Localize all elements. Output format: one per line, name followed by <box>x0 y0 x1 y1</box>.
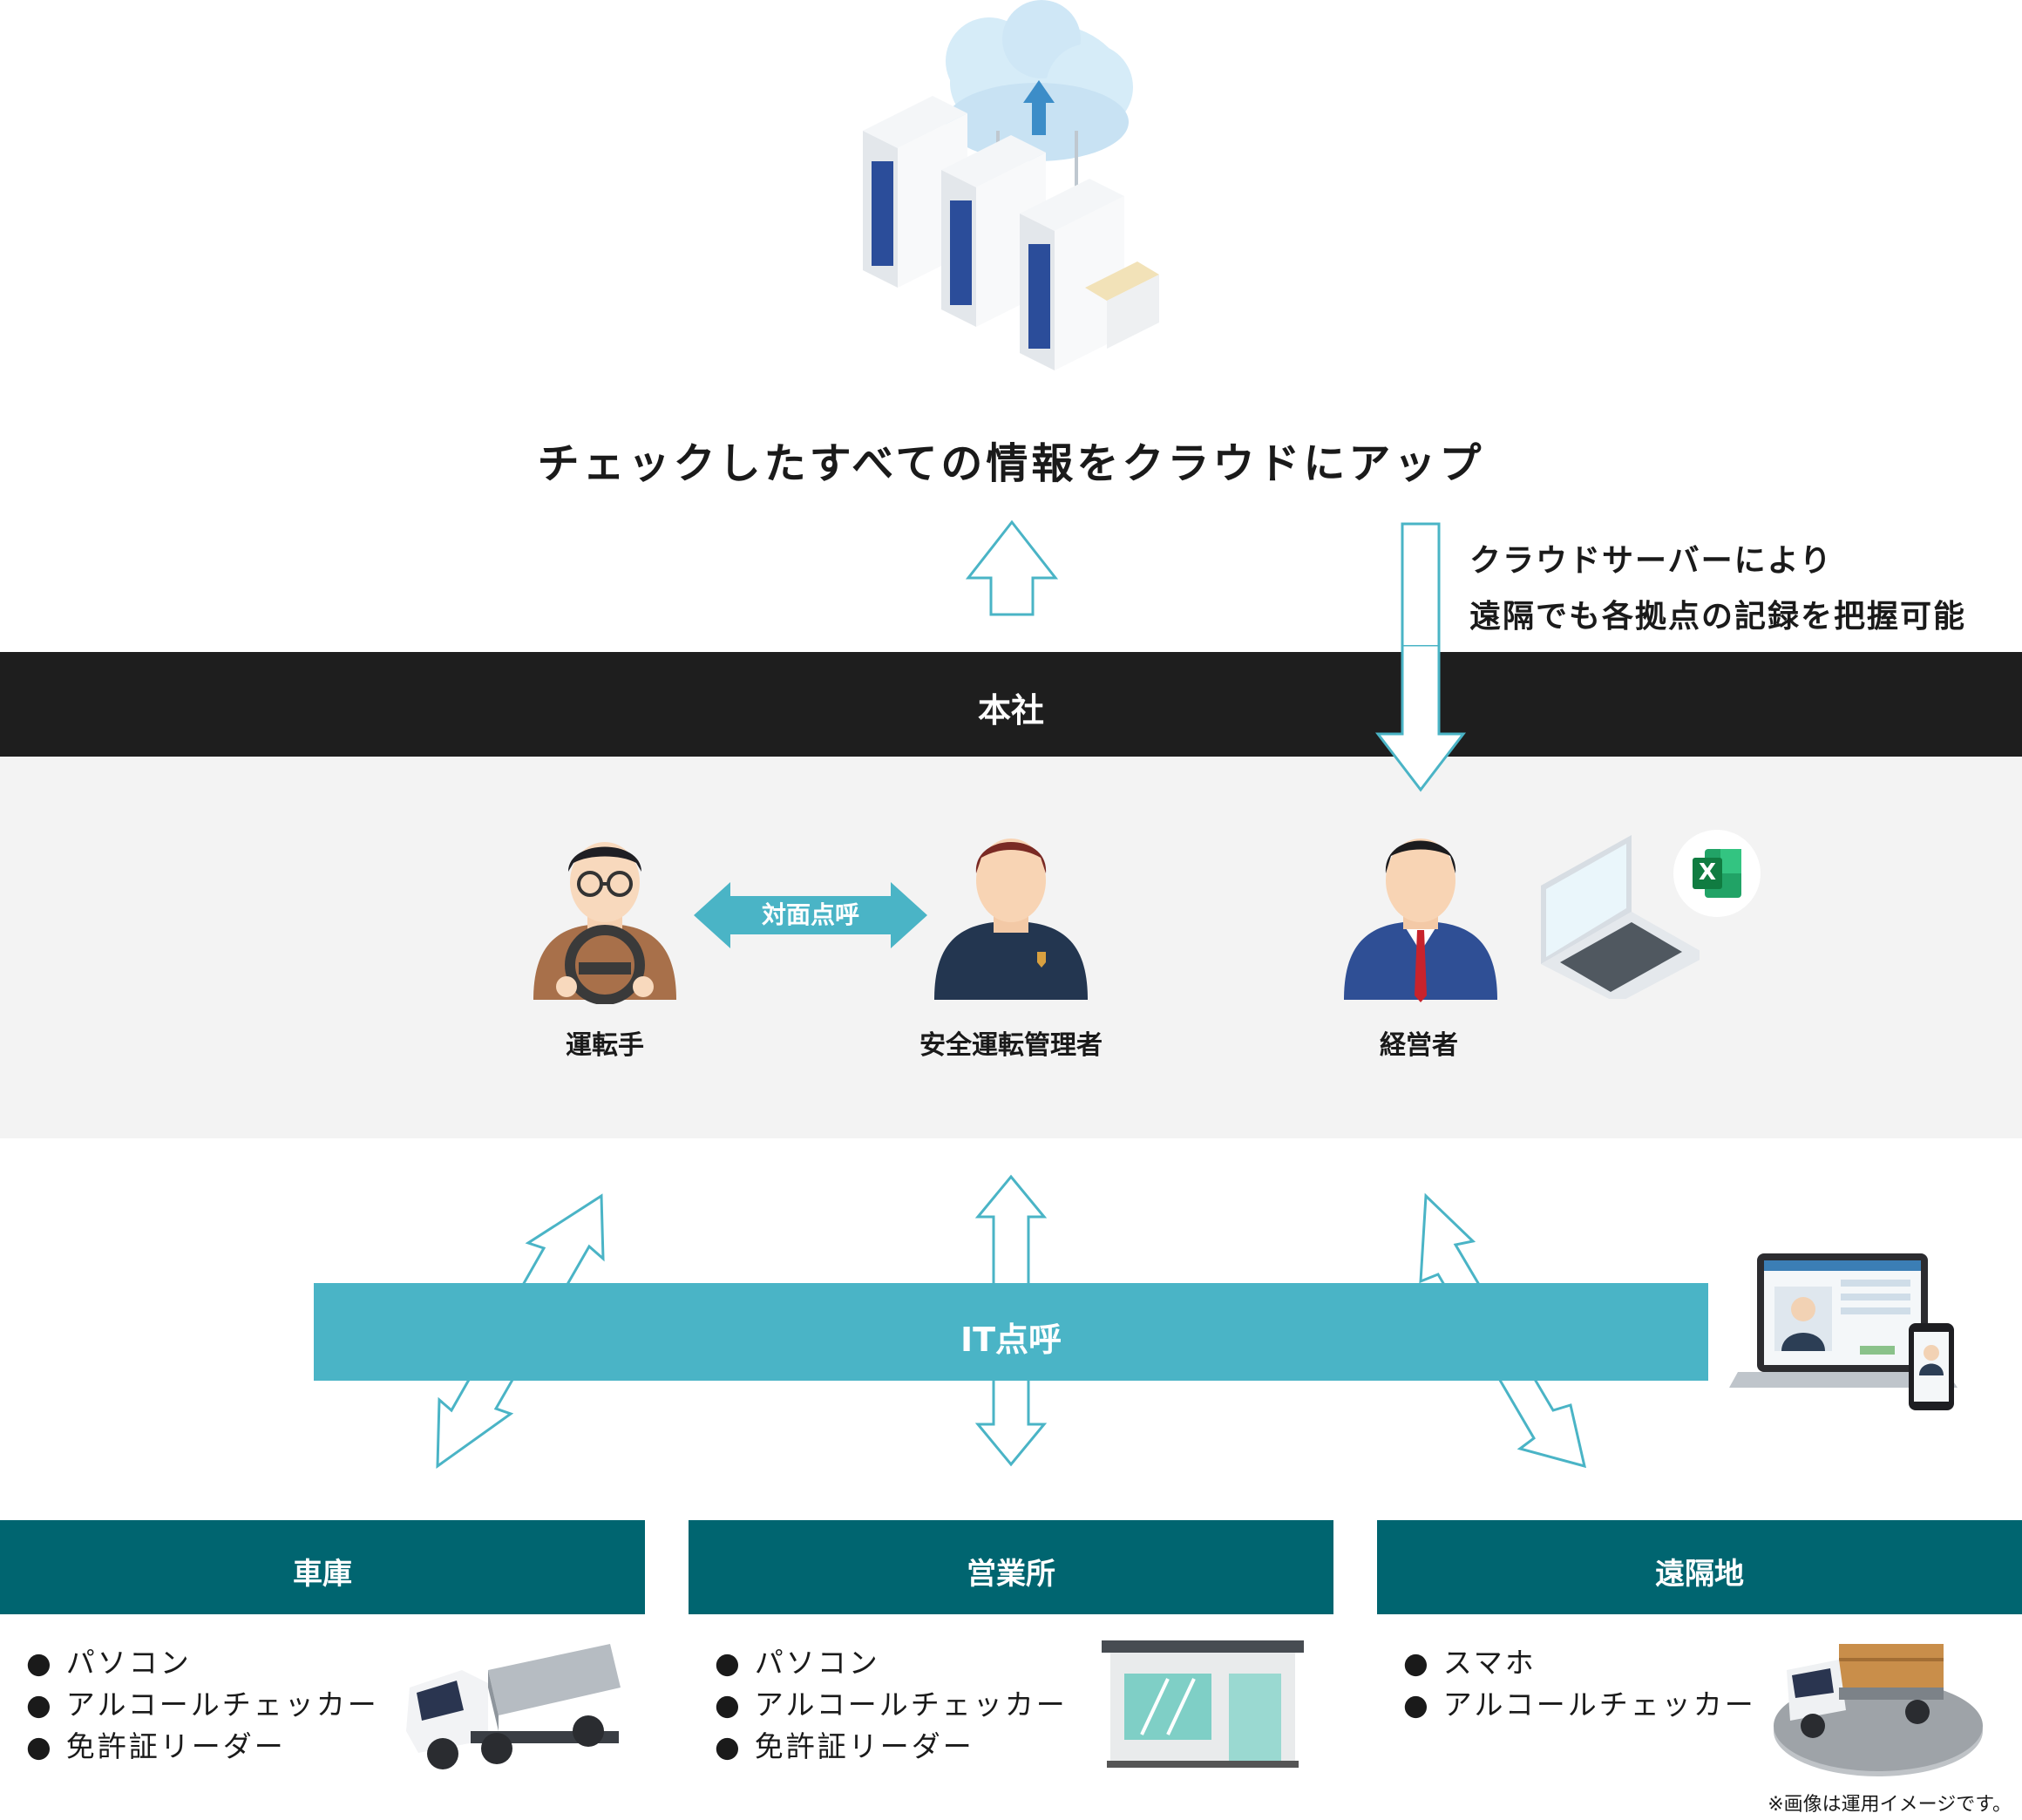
cloud-note: クラウドサーバーにより 遠隔でも各拠点の記録を把握可能 <box>1469 533 1966 645</box>
list-item: 免許証リーダー <box>715 1726 1068 1768</box>
role-executive: 経営者 <box>1380 1030 1458 1061</box>
location-name: 遠隔地 <box>1655 1557 1744 1592</box>
list-item: スマホ <box>1403 1642 1756 1684</box>
role-driver: 運転手 <box>566 1030 644 1061</box>
cloud-icon <box>946 0 1133 161</box>
upload-arrow-icon <box>1023 80 1055 135</box>
list-item: パソコン <box>26 1642 379 1684</box>
location-band-remote: 遠隔地 <box>1377 1520 2022 1614</box>
location-name: 車庫 <box>293 1557 352 1592</box>
location-band-garage: 車庫 <box>0 1520 645 1614</box>
cloud-server-illustration <box>863 0 1159 370</box>
executive-icon <box>1344 839 1497 1002</box>
location-list-garage: パソコン アルコールチェッカー 免許証リーダー <box>26 1642 379 1768</box>
laptop-phone-icon <box>1729 1253 1958 1410</box>
face-to-face-label: 対面点呼 <box>761 900 859 929</box>
office-building-icon <box>1102 1640 1304 1768</box>
upload-arrow-icon <box>966 520 1058 616</box>
truck-icon <box>406 1644 621 1769</box>
headline: チェックしたすべての情報をクラウドにアップ <box>537 439 1485 488</box>
list-item: アルコールチェッカー <box>26 1684 379 1726</box>
excel-icon <box>1673 830 1761 917</box>
it-label: IT点呼 <box>960 1321 1062 1359</box>
server-rack-icon <box>1020 179 1159 370</box>
face-to-face-arrow <box>694 882 927 948</box>
driver-icon <box>533 842 676 1004</box>
location-list-office: パソコン アルコールチェッカー 免許証リーダー <box>715 1642 1068 1768</box>
hq-band: 本社 <box>0 652 2022 757</box>
list-item: アルコールチェッカー <box>1403 1684 1756 1726</box>
excel-letter: X <box>1698 859 1717 886</box>
remote-truck-icon <box>1774 1644 1983 1776</box>
footnote: ※画像は運用イメージです。 <box>1768 1794 2012 1816</box>
cloud-note-line: クラウドサーバーにより <box>1469 543 1833 579</box>
list-item: パソコン <box>715 1642 1068 1684</box>
hq-label: 本社 <box>977 691 1044 730</box>
cloud-note-line: 遠隔でも各拠点の記録を把握可能 <box>1469 599 1967 635</box>
location-name: 営業所 <box>967 1557 1055 1592</box>
laptop-icon <box>1541 835 1700 999</box>
location-band-office: 営業所 <box>689 1520 1333 1614</box>
list-item: 免許証リーダー <box>26 1726 379 1768</box>
role-safety-manager: 安全運転管理者 <box>919 1030 1103 1061</box>
safety-manager-icon <box>934 839 1088 1000</box>
location-list-remote: スマホ アルコールチェッカー <box>1403 1642 1756 1726</box>
list-item: アルコールチェッカー <box>715 1684 1068 1726</box>
it-band: IT点呼 <box>314 1283 1708 1381</box>
download-arrow-icon <box>1375 645 1466 792</box>
